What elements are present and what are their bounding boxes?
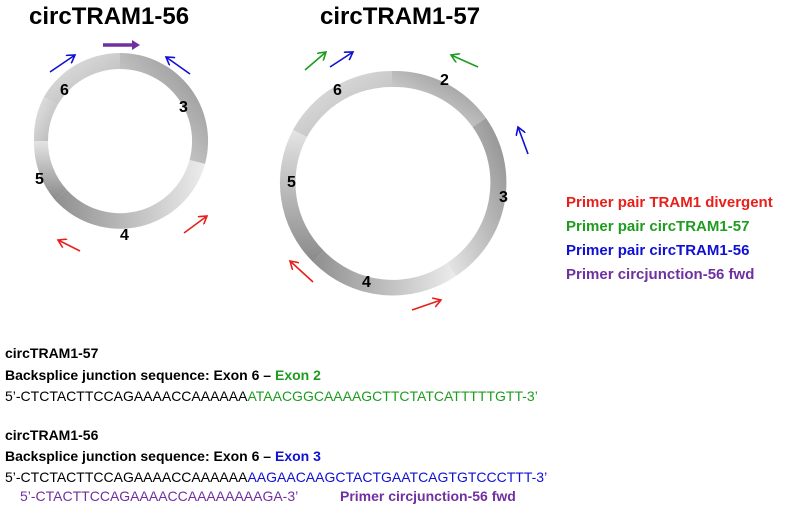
legend-item-red: Primer pair TRAM1 divergent	[566, 194, 773, 211]
circtram1-56-ring	[33, 52, 209, 229]
red-arrow	[183, 216, 207, 234]
legend-item-green: Primer pair circTRAM1-57	[566, 218, 750, 235]
block56-junction: Backsplice junction sequence: Exon 6 – E…	[5, 448, 321, 464]
exon-4-segment-57	[313, 251, 456, 296]
exon-label-6-circ56: 6	[60, 82, 69, 99]
legend-item-purple: Primer circjunction-56 fwd	[566, 266, 755, 283]
block57-seq-green: ATAACGGCAAAAGCTTCTATCATTTTTGTT-3’	[247, 388, 538, 404]
title-circtram1-57: circTRAM1-57	[320, 3, 481, 30]
legend-item-blue: Primer pair circTRAM1-56	[566, 242, 750, 259]
exon-label-5-circ57: 5	[287, 174, 296, 191]
red-arrow	[290, 261, 314, 283]
exon-label-4-circ57: 4	[362, 274, 371, 291]
exon-label-6-circ57: 6	[333, 82, 342, 99]
block56-seq-black: 5’-CTCTACTTCCAGAAAACCAAAAAA	[5, 469, 248, 485]
exon-label-5-circ56: 5	[35, 171, 44, 188]
exon-3-segment-57	[447, 118, 507, 276]
block56-sequence: 5’-CTCTACTTCCAGAAAACCAAAAAAAAGAACAAGCTAC…	[5, 469, 547, 485]
block57-junction: Backsplice junction sequence: Exon 6 – E…	[5, 367, 321, 383]
red-arrow	[58, 240, 81, 252]
exon-5-segment	[33, 141, 67, 200]
blue-arrow	[49, 55, 75, 73]
exon-label-3-circ57: 3	[499, 189, 508, 206]
block57-sequence: 5’-CTCTACTTCCAGAAAACCAAAAAAATAACGGCAAAAG…	[5, 388, 538, 404]
exon-4-segment	[55, 160, 205, 229]
exon-3-segment	[120, 52, 209, 164]
block56-junction-exon: Exon 3	[274, 448, 321, 464]
green-arrow	[304, 52, 326, 71]
exon-6-segment-57	[293, 70, 392, 137]
exon-6-segment	[43, 53, 120, 105]
circtram1-57-ring	[279, 70, 507, 296]
circle-diagrams: 6 3 4 5 2 6 3 5 4	[33, 40, 529, 311]
block56-junction-prefix: Backsplice junction sequence: Exon 6 –	[5, 448, 275, 464]
blue-arrow	[166, 57, 191, 75]
title-circtram1-56: circTRAM1-56	[29, 3, 190, 30]
block57-seq-black: 5’-CTCTACTTCCAGAAAACCAAAAAA	[5, 388, 248, 404]
blue-arrow	[518, 127, 529, 155]
block56-seq-blue: AAGAACAAGCTACTGAATCAGTGTCCCTTT-3’	[247, 469, 548, 485]
block56-primer-seq: 5’-CTACTTCCAGAAAACCAAAAAAAAGA-3’	[20, 488, 299, 504]
exon-5-segment-57	[279, 130, 324, 262]
red-arrow	[411, 300, 441, 311]
block56-primer-label: Primer circjunction-56 fwd	[340, 488, 516, 504]
blue-arrow	[329, 52, 353, 68]
green-arrow	[451, 55, 479, 68]
exon-label-2-circ57: 2	[440, 72, 449, 89]
block57-title: circTRAM1-57	[5, 345, 99, 361]
exon-label-4-circ56: 4	[120, 227, 129, 244]
block57-junction-prefix: Backsplice junction sequence: Exon 6 –	[5, 367, 275, 383]
exon-6-segment-b	[33, 97, 58, 141]
exon-label-3-circ56: 3	[179, 99, 188, 116]
exon-2-segment-57	[392, 70, 486, 127]
block56-title: circTRAM1-56	[5, 427, 99, 443]
block57-junction-exon: Exon 2	[274, 367, 321, 383]
legend: Primer pair TRAM1 divergent Primer pair …	[566, 191, 773, 287]
